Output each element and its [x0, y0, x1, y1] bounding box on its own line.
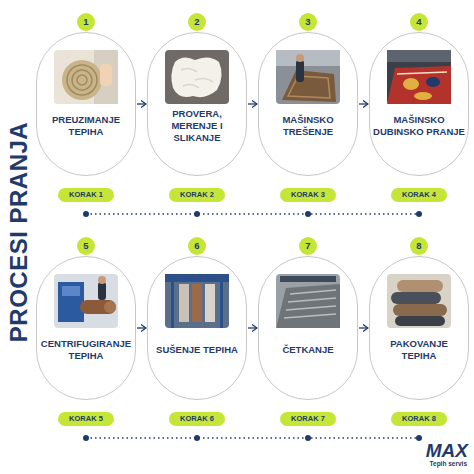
step-label: KORAK 8 — [391, 412, 447, 426]
number-circle: 7 — [299, 237, 317, 255]
number-circle: 4 — [410, 13, 428, 31]
process-text: MAŠINSKO DUBINSKO PRANJE — [373, 114, 465, 138]
flow-arrow — [248, 103, 257, 104]
flow-arrow — [137, 103, 146, 104]
process-text: CENTRIFUGIRANJE TEPIHA — [40, 338, 132, 362]
step-number: 1 — [83, 17, 88, 27]
step-text: KORAK 3 — [291, 191, 325, 199]
process-text: PAKOVANJE TEPIHA — [373, 338, 465, 362]
photo — [54, 50, 118, 104]
step-number: 4 — [416, 17, 421, 27]
process-box: MAŠINSKO DUBINSKO PRANJE — [369, 32, 469, 176]
logo-subtext: Tepih servis — [430, 461, 467, 468]
text-area: CENTRIFUGIRANJE TEPIHA — [40, 331, 132, 369]
process-text: ČETKANJE — [282, 344, 333, 356]
number-circle: 5 — [77, 237, 95, 255]
text-area: SUŠENJE TEPIHA — [151, 331, 243, 369]
step-number: 8 — [416, 241, 421, 251]
step-text: KORAK 6 — [180, 415, 214, 423]
step-text: KORAK 8 — [402, 415, 436, 423]
process-box: PROVERA, MERENJE I SLIKANJE — [147, 32, 247, 176]
text-area: PREUZIMANJE TEPIHA — [40, 107, 132, 145]
text-area: ČETKANJE — [262, 331, 354, 369]
process-text: SUŠENJE TEPIHA — [156, 344, 238, 356]
flow-arrow — [137, 327, 146, 328]
number-circle: 3 — [299, 13, 317, 31]
photo — [54, 274, 118, 328]
process-box: PREUZIMANJE TEPIHA — [36, 32, 136, 176]
process-box: ČETKANJE — [258, 256, 358, 400]
photo — [165, 274, 229, 328]
process-text: PROVERA, MERENJE I SLIKANJE — [151, 108, 243, 144]
step-label: KORAK 6 — [169, 412, 225, 426]
step-text: KORAK 4 — [402, 191, 436, 199]
step-number: 3 — [305, 17, 310, 27]
text-area: MAŠINSKO TREŠENJE — [262, 107, 354, 145]
process-box: SUŠENJE TEPIHA — [147, 256, 247, 400]
step-text: KORAK 1 — [69, 191, 103, 199]
process-box: MAŠINSKO TREŠENJE — [258, 32, 358, 176]
dotted-timeline — [83, 435, 422, 441]
process-text: PREUZIMANJE TEPIHA — [40, 114, 132, 138]
flow-arrow — [359, 103, 368, 104]
step-number: 7 — [305, 241, 310, 251]
process-text: MAŠINSKO TREŠENJE — [262, 114, 354, 138]
step-number: 5 — [83, 241, 88, 251]
flow-arrow — [248, 327, 257, 328]
step-label: KORAK 2 — [169, 188, 225, 202]
text-area: PROVERA, MERENJE I SLIKANJE — [151, 107, 243, 145]
photo — [276, 50, 340, 104]
step-label: KORAK 5 — [58, 412, 114, 426]
process-box: CENTRIFUGIRANJE TEPIHA — [36, 256, 136, 400]
step-text: KORAK 5 — [69, 415, 103, 423]
text-area: PAKOVANJE TEPIHA — [373, 331, 465, 369]
photo — [387, 50, 451, 104]
number-circle: 2 — [188, 13, 206, 31]
dotted-timeline — [83, 211, 422, 217]
diagram-title: PROCESI PRANJA — [5, 122, 33, 342]
number-circle: 8 — [410, 237, 428, 255]
step-number: 6 — [194, 241, 199, 251]
step-label: KORAK 3 — [280, 188, 336, 202]
flow-arrow — [359, 327, 368, 328]
step-label: KORAK 7 — [280, 412, 336, 426]
photo — [165, 50, 229, 104]
step-text: KORAK 2 — [180, 191, 214, 199]
photo — [387, 274, 451, 328]
number-circle: 1 — [77, 13, 95, 31]
logo-text: MAX — [426, 441, 468, 460]
number-circle: 6 — [188, 237, 206, 255]
process-box: PAKOVANJE TEPIHA — [369, 256, 469, 400]
step-text: KORAK 7 — [291, 415, 325, 423]
step-number: 2 — [194, 17, 199, 27]
photo — [276, 274, 340, 328]
step-label: KORAK 1 — [58, 188, 114, 202]
text-area: MAŠINSKO DUBINSKO PRANJE — [373, 107, 465, 145]
step-label: KORAK 4 — [391, 188, 447, 202]
